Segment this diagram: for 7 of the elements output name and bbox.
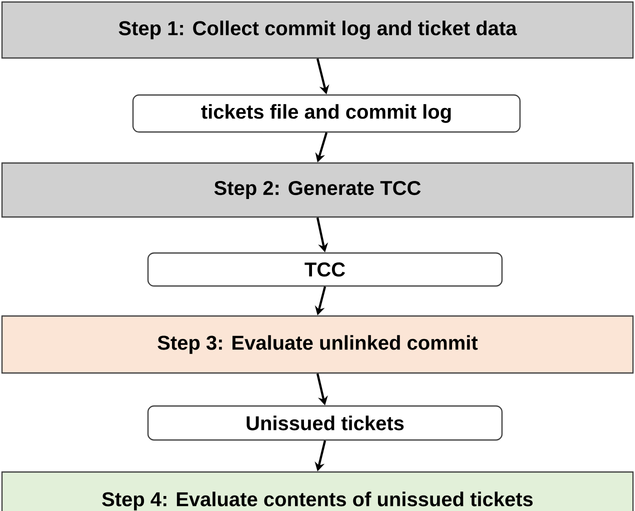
output-box: Unissued tickets	[147, 405, 503, 441]
process-box: Step 2: Generate TCC	[1, 162, 634, 218]
output-box: tickets file and commit log	[132, 94, 521, 133]
process-box: Step 3: Evaluate unlinked commit	[1, 315, 634, 374]
process-box: Step 4: Evaluate contents of unissued tickets	[1, 471, 634, 511]
process-box: Step 1: Collect commit log and ticket data	[1, 1, 634, 59]
output-box: TCC	[147, 252, 503, 287]
